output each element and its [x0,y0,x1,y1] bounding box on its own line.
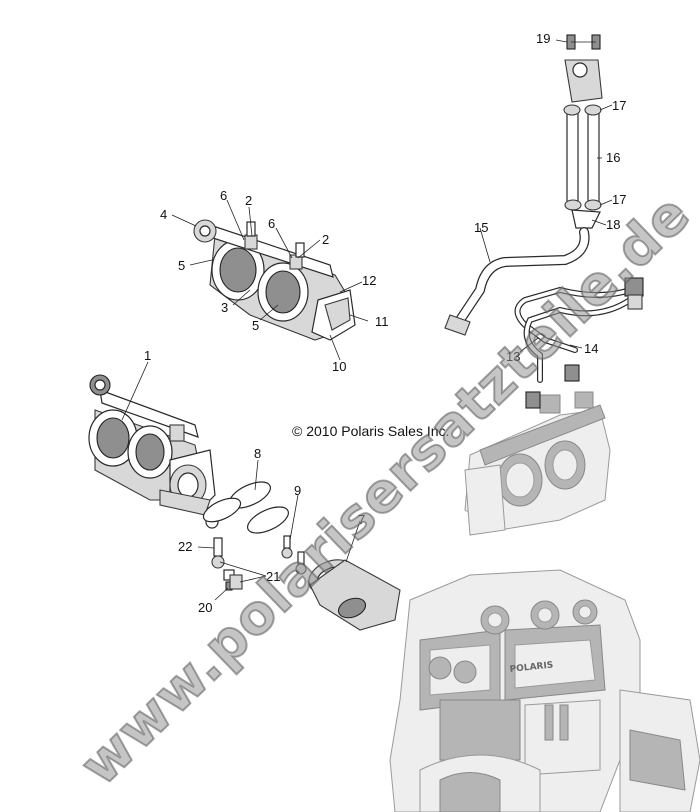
callout-20: 20 [198,600,212,615]
fuel-hose-assembly [444,34,603,336]
callout-10: 10 [332,359,346,374]
throttle-body-exploded [193,219,356,341]
callout-6: 6 [220,188,227,203]
callout-6: 6 [268,216,275,231]
callout-11: 11 [375,314,389,329]
callouts: 1 2 2 3 4 5 5 6 6 7 8 9 10 11 12 13 14 1… [144,31,626,615]
callout-2: 2 [245,193,252,208]
callout-22: 22 [178,539,192,554]
engine-badge-text: POLARIS [509,660,554,675]
callout-1: 1 [144,348,151,363]
callout-8: 8 [254,446,261,461]
intake-boots [308,559,401,631]
callout-19: 19 [536,31,550,46]
copyright-text: © 2010 Polaris Sales Inc. [292,423,450,439]
callout-5: 5 [178,258,185,273]
callout-17: 17 [612,98,626,113]
callout-15: 15 [474,220,488,235]
callout-12: 12 [362,273,376,288]
leader-lines [121,39,613,601]
wire-harness [514,277,644,409]
mounted-throttle-assembly [464,391,611,536]
callout-14: 14 [584,341,598,356]
callout-5: 5 [252,318,259,333]
throttle-body-assembly [88,374,219,529]
clamps-and-fasteners [202,481,307,591]
callout-2: 2 [322,232,329,247]
callout-4: 4 [160,207,167,222]
callout-13: 13 [506,349,520,364]
callout-21: 21 [266,569,280,584]
callout-3: 3 [221,300,228,315]
callout-17: 17 [612,192,626,207]
engine-block: POLARIS [389,569,700,812]
callout-16: 16 [606,150,620,165]
callout-9: 9 [294,483,301,498]
callout-18: 18 [606,217,620,232]
callout-7: 7 [358,512,365,527]
